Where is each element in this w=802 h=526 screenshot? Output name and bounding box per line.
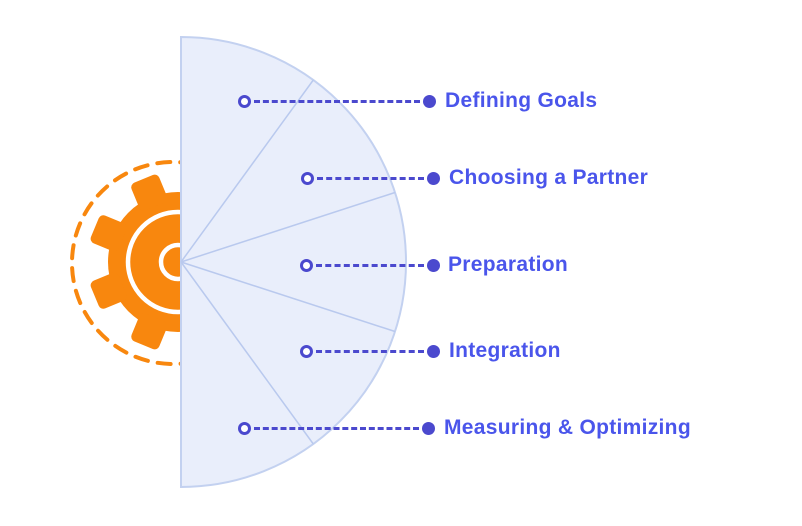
step-connector-3 bbox=[300, 258, 440, 272]
step-marker-dot bbox=[427, 171, 440, 185]
radial-line bbox=[180, 79, 314, 263]
step-marker-ring bbox=[301, 171, 314, 185]
step-connector-line bbox=[316, 263, 424, 267]
radial-line bbox=[180, 191, 396, 263]
step-marker-dot bbox=[427, 344, 440, 358]
step-connector-line bbox=[254, 99, 420, 103]
step-label-4: Integration bbox=[449, 339, 561, 362]
step-marker-dot bbox=[422, 421, 435, 435]
step-marker-dot bbox=[423, 94, 436, 108]
step-label-3: Preparation bbox=[448, 253, 568, 276]
radial-line bbox=[180, 261, 314, 445]
step-marker-dot bbox=[427, 258, 440, 272]
step-connector-1 bbox=[238, 94, 436, 108]
radial-lines bbox=[180, 79, 396, 445]
step-label-1: Defining Goals bbox=[445, 89, 598, 112]
step-connector-4 bbox=[300, 344, 440, 358]
step-marker-ring bbox=[300, 344, 313, 358]
step-connector-line bbox=[317, 176, 424, 180]
step-label-5: Measuring & Optimizing bbox=[444, 416, 691, 439]
step-connector-5 bbox=[238, 421, 435, 435]
radial-line bbox=[180, 261, 396, 333]
step-connector-line bbox=[316, 349, 424, 353]
semicircle-shape bbox=[180, 35, 407, 489]
step-marker-ring bbox=[300, 258, 313, 272]
step-label-2: Choosing a Partner bbox=[449, 166, 649, 189]
step-connector-line bbox=[254, 426, 419, 430]
step-marker-ring bbox=[238, 421, 251, 435]
step-connector-2 bbox=[301, 171, 440, 185]
step-marker-ring bbox=[238, 94, 251, 108]
